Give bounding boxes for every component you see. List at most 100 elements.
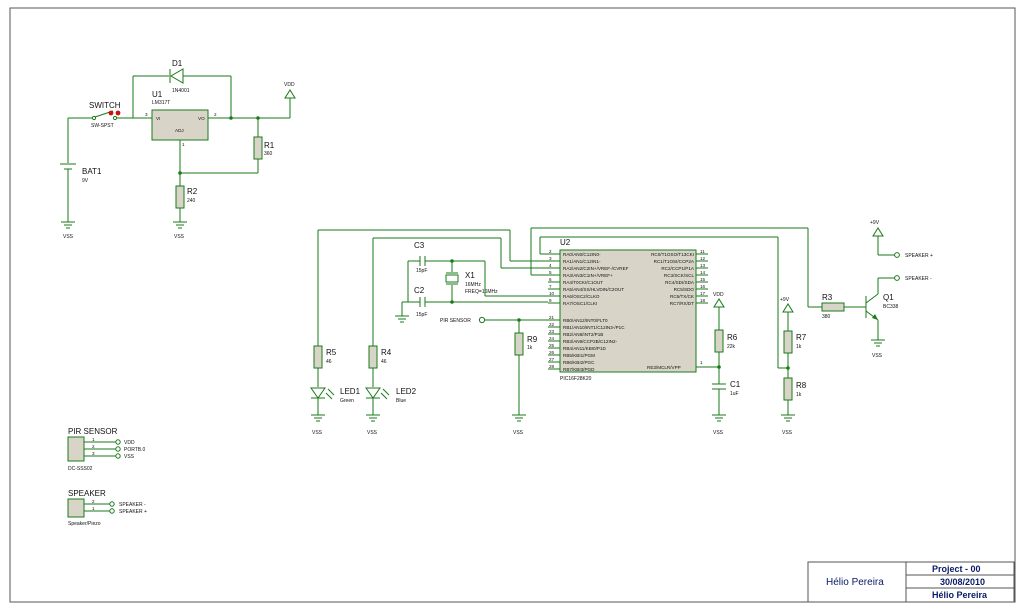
r8-resistor[interactable] [783, 377, 793, 401]
q1-transistor[interactable] [865, 293, 879, 321]
svg-text:VSS: VSS [174, 234, 185, 240]
c2-label: C2 [414, 286, 425, 295]
r6-value: 22k [727, 344, 736, 350]
r3-resistor[interactable] [821, 302, 845, 312]
r7-label: R7 [796, 333, 807, 342]
svg-text:VSS: VSS [312, 430, 323, 436]
pic-pin-name: RC3/SCK/SCL [664, 273, 695, 278]
bat1-value: 9V [82, 178, 89, 184]
pir-pin-num: 2 [92, 444, 95, 449]
title-block: Hélio Pereira Project - 00 30/08/2010 Hé… [807, 561, 1015, 603]
pic-right-pins: 11RC0/T1OSO/T13CKI12RC1/T1OSI/CCP2A13RC2… [651, 249, 708, 306]
ground-symbol [712, 414, 726, 422]
power-supply-section: BAT1 9V VSS SWITCH SW-SPST U1 LM317T VI … [60, 59, 296, 240]
pic-pin-name: RC1/T1OSI/CCP2A [654, 259, 695, 264]
pic-section: U2 PIC16F28K20 2RA0/AN0/C12IN0-3RA1/AN1/… [310, 220, 933, 436]
c1-label: C1 [730, 380, 741, 389]
u1-label: U1 [152, 90, 163, 99]
r9-resistor[interactable] [514, 332, 524, 356]
pic-pin-num: 2 [549, 249, 552, 254]
pic-pin-num: 4 [549, 263, 552, 268]
r1-resistor[interactable] [253, 136, 263, 160]
pir-pin-net: VSS [124, 454, 135, 460]
pir-terminal[interactable] [115, 446, 121, 452]
pic-pin-num: 14 [700, 270, 706, 275]
led1-label: LED1 [340, 387, 361, 396]
svg-text:VSS: VSS [713, 430, 724, 436]
pic-pin-name: RA0/AN0/C12IN0- [563, 252, 601, 257]
ground-symbol [173, 221, 187, 229]
speaker-plus-terminal[interactable] [894, 252, 900, 258]
pic-pin-num: 24 [549, 336, 555, 341]
ground-symbol [395, 315, 409, 323]
pir-terminal[interactable] [115, 453, 121, 459]
speaker-terminal[interactable] [109, 501, 115, 507]
plus9v-arrow-icon [872, 227, 884, 237]
pic-pin-name: RB2/AN8/INT2/P1B [563, 332, 603, 337]
pic-pin-name: RB1/AN10/INT1/C12IN3-/P1C [563, 325, 625, 330]
pic-pin-name: RA1/AN1/C12IN1- [563, 259, 601, 264]
c1-value: 1uF [730, 391, 739, 397]
r4-resistor[interactable] [368, 345, 378, 369]
pir-pin-net: PORTB.0 [124, 447, 146, 453]
pic-left-pins: 2RA0/AN0/C12IN0-3RA1/AN1/C12IN1-4RA2/AN2… [548, 249, 629, 372]
u1-regulator[interactable] [151, 109, 209, 141]
led2-blue[interactable] [365, 387, 390, 400]
pic-pin-num: 26 [549, 350, 555, 355]
led2-label: LED2 [396, 387, 417, 396]
switch-part: SW-SPST [91, 123, 114, 129]
speaker-minus-terminal[interactable] [894, 275, 900, 281]
title-date: 30/08/2010 [940, 577, 985, 587]
pic-pin-num: 7 [549, 284, 552, 289]
r6-resistor[interactable] [714, 329, 724, 353]
r5-label: R5 [326, 348, 337, 357]
d1-label: D1 [172, 59, 183, 68]
pic-pin-num: 15 [700, 277, 706, 282]
r5-resistor[interactable] [313, 345, 323, 369]
pic-pin-num: 27 [549, 357, 555, 362]
pir-net-terminal[interactable] [478, 316, 486, 324]
speaker-minus-net: SPEAKER - [905, 276, 932, 282]
pic-pin-name: RB3/AN9/CCP2B/C12IN2- [563, 339, 618, 344]
pic-pin-num: 23 [549, 329, 555, 334]
speaker-terminal[interactable] [109, 508, 115, 514]
title-author: Hélio Pereira [826, 577, 884, 588]
x1-freq: FREQ=16MHz [465, 289, 498, 295]
pic-pin-num: 11 [700, 249, 705, 254]
r7-resistor[interactable] [783, 330, 793, 354]
svg-text:3: 3 [145, 112, 148, 117]
r2-value: 240 [187, 198, 196, 204]
pic-pin-num: 21 [549, 315, 555, 320]
speaker-pin-net: SPEAKER + [119, 509, 147, 515]
pir-pin-num: 1 [92, 437, 95, 442]
plus9v-label: +9V [780, 297, 790, 303]
pic-pin-name: RA4/T0CKI/C1OUT [563, 280, 603, 285]
r2-resistor[interactable] [175, 185, 185, 209]
svg-text:VI: VI [156, 116, 160, 121]
led2-color: Blue [396, 398, 406, 404]
pir-terminal[interactable] [115, 439, 121, 445]
u1-part: LM317T [152, 100, 170, 106]
pic-pin-name: RA2/AN2/C2IN+/VREF-/CVREF [563, 266, 629, 271]
plus9v-arrow-icon [782, 303, 794, 313]
led1-green[interactable] [310, 387, 335, 400]
d1-diode[interactable] [170, 68, 184, 84]
r9-label: R9 [527, 335, 538, 344]
svg-text:VSS: VSS [513, 430, 524, 436]
ground-symbol [61, 221, 75, 229]
d1-part: 1N4001 [172, 88, 190, 94]
pic-pin-name: RA5/AN4/SS/HLVDIN/C2OUT [563, 287, 624, 292]
vdd-arrow-icon [284, 89, 296, 99]
svg-text:+9V: +9V [870, 220, 880, 226]
sheet-border [9, 7, 1016, 603]
x1-crystal[interactable] [445, 274, 459, 283]
svg-text:DC-SSS02: DC-SSS02 [68, 466, 93, 472]
pic-pin-num: 25 [549, 343, 555, 348]
u2-pic-microcontroller[interactable] [559, 249, 697, 373]
ground-symbol [512, 414, 526, 422]
pic-pin-num: 22 [549, 322, 555, 327]
pic-pin-num: 28 [549, 364, 555, 369]
